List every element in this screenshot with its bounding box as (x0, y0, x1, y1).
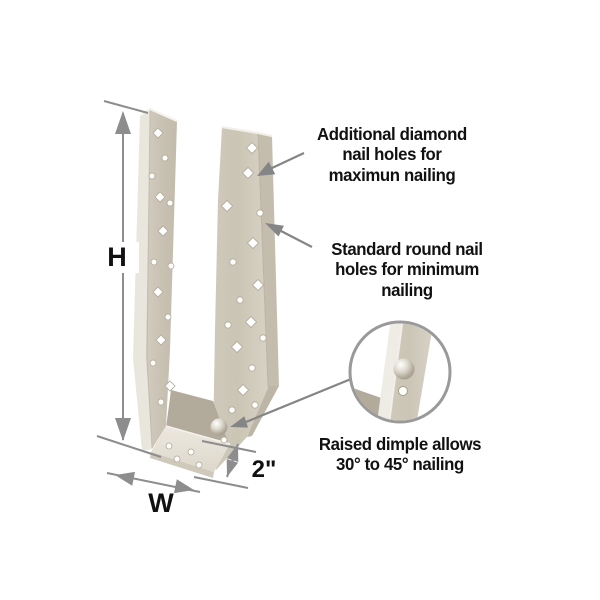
annotation-line: holes for minimum (335, 259, 479, 280)
depth-arrowhead-up-icon (226, 444, 239, 462)
right-strap-top-rim (221, 125, 273, 138)
depth-back-tick (201, 440, 257, 453)
callout-hole (398, 386, 408, 396)
h-dimension (96, 100, 162, 458)
callout-dimple (393, 358, 415, 380)
depth-dimension (193, 440, 257, 489)
w-dimension (106, 471, 201, 494)
height-dimension-label: H (95, 242, 139, 273)
dimple-callout (348, 320, 452, 424)
left-strap-top-rim (140, 107, 178, 123)
diamond-nail-holes (152, 127, 265, 397)
h-arrowhead-up-icon (115, 111, 131, 134)
leader-arrowhead-icon (257, 161, 276, 176)
leader-arrowhead-icon (265, 223, 284, 237)
w-arrowhead-left-icon (115, 471, 135, 486)
annotation-line: nailing (381, 279, 433, 300)
annotation-line: 30° to 45° nailing (336, 454, 464, 475)
leader-round-holes (265, 223, 313, 248)
depth-arrowhead-down-icon (226, 459, 239, 477)
left-strap-seam (146, 109, 153, 449)
right-strap-seam (257, 133, 269, 388)
raised-dimple (210, 418, 228, 444)
h-bottom-tick (96, 435, 162, 458)
annotation-line: maximun nailing (328, 164, 456, 185)
callout-contents (351, 323, 433, 421)
h-arrowhead-down-icon (115, 418, 131, 441)
annotation-line: nail holes for (342, 144, 442, 165)
annotation-diamond-holes: Additional diamond nail holes for maximu… (296, 124, 488, 185)
right-strap-flange (258, 133, 279, 387)
width-dimension-label: W (148, 488, 174, 518)
depth-front-tick (193, 476, 249, 489)
right-strap (213, 125, 279, 470)
leader-diamond-holes (257, 152, 305, 176)
seat-front-edge (150, 452, 214, 478)
round-nail-holes (148, 154, 267, 469)
depth-dimension-label: 2" (251, 456, 277, 483)
annotation-round-holes: Standard round nail holes for minimum na… (311, 239, 503, 300)
right-strap-bend-edge (247, 386, 279, 437)
left-strap-flange (133, 109, 152, 451)
seat-back-rim (165, 425, 231, 445)
annotation-line: Raised dimple allows (318, 434, 482, 454)
w-arrowhead-right-icon (174, 479, 194, 494)
annotation-dimple: Raised dimple allows 30° to 45° nailing (298, 434, 502, 475)
annotation-line: Additional diamond (317, 124, 467, 144)
h-top-tick (103, 100, 149, 114)
leader-dimple (230, 377, 352, 428)
annotation-line: Standard round nail (331, 239, 483, 259)
leader-arrowhead-icon (230, 416, 248, 428)
